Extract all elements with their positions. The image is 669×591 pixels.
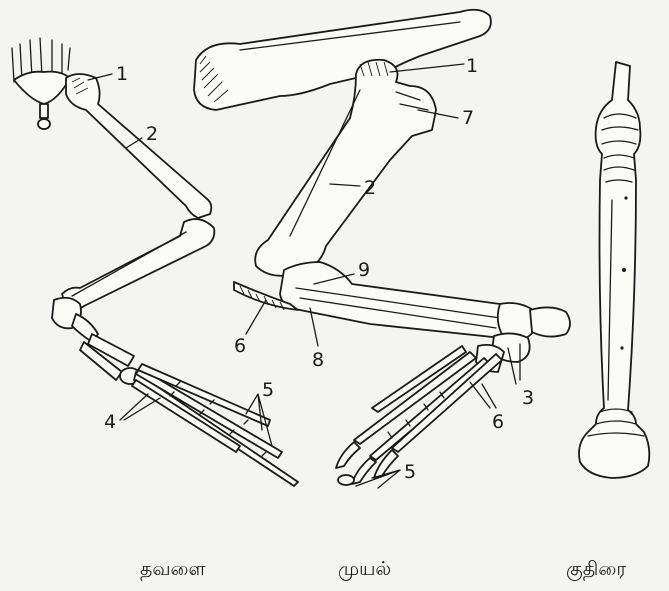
frog-label-5: 5 <box>262 379 274 401</box>
horse-caption: குதிரை <box>566 558 626 583</box>
rabbit-label-5: 5 <box>404 461 416 483</box>
rabbit-caption: முயல் <box>338 558 391 583</box>
frog-label-1: 1 <box>116 63 128 85</box>
frog-label-4: 4 <box>104 411 116 433</box>
rabbit-label-6b: 6 <box>492 411 504 433</box>
rabbit-label-3: 3 <box>522 387 534 409</box>
frog-caption: தவளை <box>140 558 206 583</box>
rabbit-label-1: 1 <box>466 55 478 77</box>
rabbit-label-6: 6 <box>234 335 246 357</box>
rabbit-label-9: 9 <box>358 259 370 281</box>
horse-forelimb <box>579 62 649 478</box>
rabbit-label-2: 2 <box>364 177 376 199</box>
rabbit-label-7: 7 <box>462 107 474 129</box>
frog-label-2: 2 <box>146 123 158 145</box>
rabbit-label-8: 8 <box>312 349 324 371</box>
